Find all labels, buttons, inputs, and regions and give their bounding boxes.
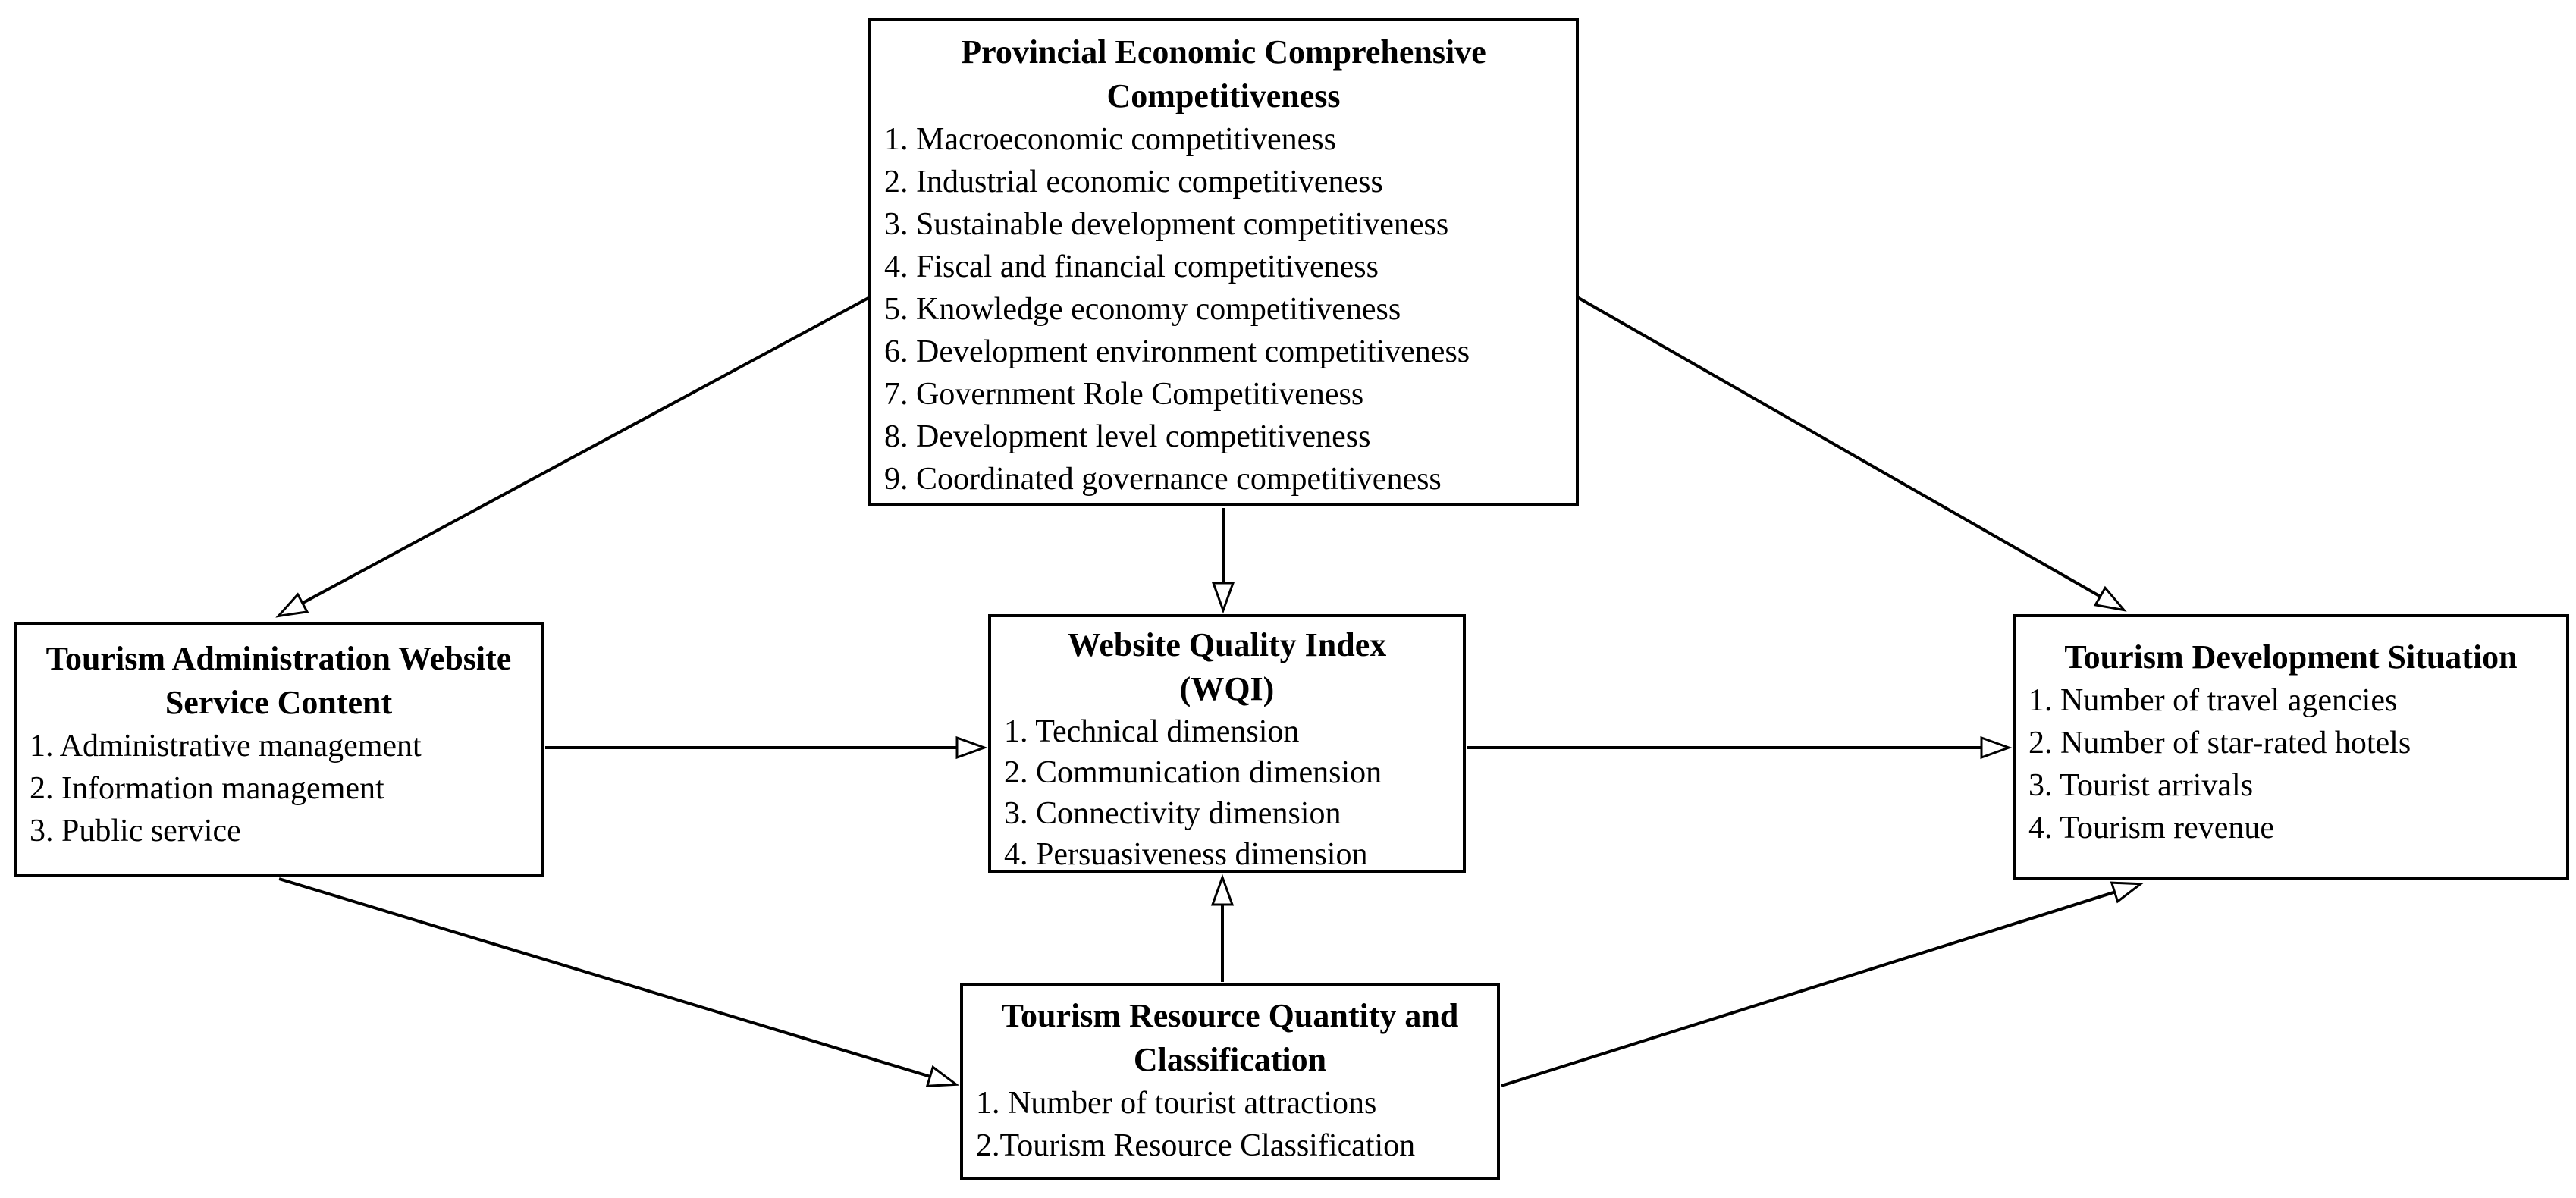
list-item: 2. Number of star-rated hotels xyxy=(2028,726,2411,761)
arrow-provincial-to-website-service xyxy=(275,296,871,618)
provincial-competitiveness-box: Provincial Economic Comprehensive Compet… xyxy=(868,18,1579,506)
list-item: 3. Sustainable development competitivene… xyxy=(884,207,1449,242)
box-title: Tourism Administration Website Service C… xyxy=(17,637,541,725)
list-item: 9. Coordinated governance competitivenes… xyxy=(884,462,1442,497)
list-item: 3. Public service xyxy=(30,814,241,848)
title-line: Classification xyxy=(1133,1041,1327,1078)
title-line: (WQI) xyxy=(1179,670,1275,707)
box-title: Website Quality Index (WQI) xyxy=(991,623,1463,711)
website-quality-index-box: Website Quality Index (WQI) 1. Technical… xyxy=(988,614,1466,873)
list-item: 3. Connectivity dimension xyxy=(1004,796,1341,831)
box-title: Tourism Development Situation xyxy=(2016,635,2566,679)
box-item-list: 1. Number of travel agencies 2. Number o… xyxy=(2016,679,2566,849)
title-line: Tourism Administration Website xyxy=(45,640,512,677)
list-item: 5. Knowledge economy competitiveness xyxy=(884,292,1401,327)
list-item: 2. Communication dimension xyxy=(1004,755,1382,790)
title-line: Website Quality Index xyxy=(1067,626,1387,663)
list-item: 1. Administrative management xyxy=(30,729,422,764)
list-item: 1. Technical dimension xyxy=(1004,714,1300,749)
list-item: 1. Number of tourist attractions xyxy=(976,1086,1377,1121)
list-item: 6. Development environment competitivene… xyxy=(884,334,1470,369)
list-item: 2. Information management xyxy=(30,771,384,806)
title-line: Provincial Economic Comprehensive xyxy=(961,33,1486,71)
list-item: 4. Tourism revenue xyxy=(2028,811,2275,845)
box-item-list: 1. Administrative management 2. Informat… xyxy=(17,725,541,852)
list-item: 4. Persuasiveness dimension xyxy=(1004,837,1368,872)
arrow-provincial-to-tourism-development xyxy=(1577,296,2127,612)
list-item: 8. Development level competitiveness xyxy=(884,419,1371,454)
title-line: Tourism Resource Quantity and xyxy=(1001,997,1459,1034)
box-item-list: 1. Number of tourist attractions 2.Touri… xyxy=(963,1082,1497,1167)
list-item: 7. Government Role Competitiveness xyxy=(884,377,1364,412)
arrow-tourism-resource-to-tourism-development xyxy=(1501,881,2145,1087)
title-line: Competitiveness xyxy=(1106,77,1341,114)
website-service-content-box: Tourism Administration Website Service C… xyxy=(14,622,544,877)
box-item-list: 1. Technical dimension 2. Communication … xyxy=(991,711,1463,875)
list-item: 4. Fiscal and financial competitiveness xyxy=(884,249,1379,284)
box-title: Provincial Economic Comprehensive Compet… xyxy=(871,30,1576,118)
list-item: 1. Number of travel agencies xyxy=(2028,683,2398,718)
list-item: 1. Macroeconomic competitiveness xyxy=(884,122,1336,157)
list-item: 2. Industrial economic competitiveness xyxy=(884,165,1383,199)
list-item: 3. Tourist arrivals xyxy=(2028,768,2254,803)
title-line: Service Content xyxy=(165,684,393,721)
box-item-list: 1. Macroeconomic competitiveness 2. Indu… xyxy=(871,118,1576,500)
list-item: 2.Tourism Resource Classification xyxy=(976,1128,1416,1163)
tourism-development-situation-box: Tourism Development Situation 1. Number … xyxy=(2013,614,2569,880)
arrow-website-service-to-tourism-resource xyxy=(278,877,960,1087)
tourism-resource-quantity-box: Tourism Resource Quantity and Classifica… xyxy=(960,983,1500,1180)
title-line: Tourism Development Situation xyxy=(2064,638,2518,676)
box-title: Tourism Resource Quantity and Classifica… xyxy=(963,994,1497,1082)
